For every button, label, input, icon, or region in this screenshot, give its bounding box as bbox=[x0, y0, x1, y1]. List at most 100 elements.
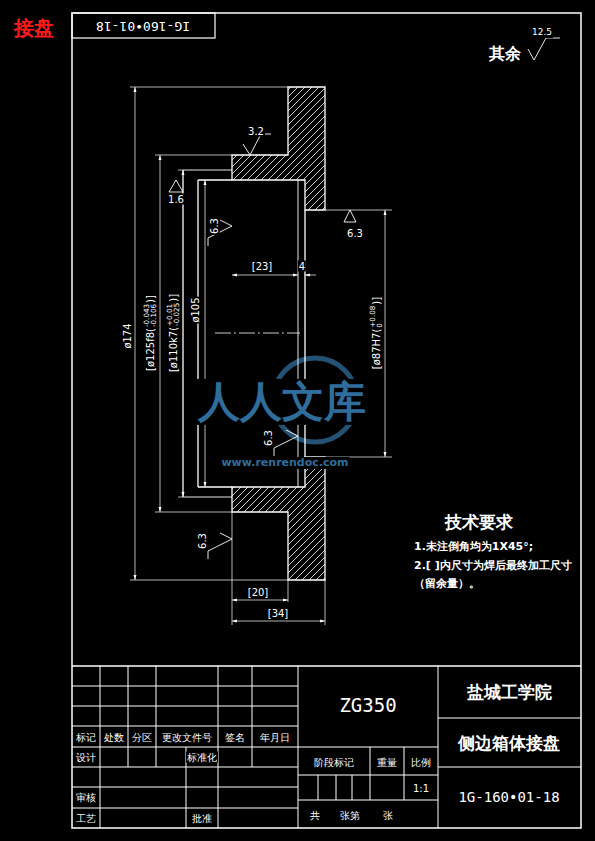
drawing-stroke bbox=[215, 333, 300, 334]
drawing-stroke bbox=[252, 666, 253, 767]
drawing-stroke bbox=[128, 666, 129, 767]
drawing-stroke bbox=[72, 787, 298, 788]
drawing-stroke bbox=[243, 134, 271, 155]
drawing-stroke bbox=[72, 767, 298, 768]
dimension-text: 4 bbox=[298, 261, 306, 272]
drawing-stroke bbox=[438, 767, 581, 768]
drawing-stroke bbox=[305, 275, 316, 276]
table-cell: 批准 bbox=[191, 813, 213, 824]
drawing-stroke bbox=[183, 170, 232, 171]
table-cell: 处数 bbox=[103, 732, 125, 743]
drawing-stroke bbox=[232, 621, 325, 622]
tolerance-stack: +0.080 bbox=[369, 306, 383, 328]
table-cell: 更改文件号 bbox=[161, 732, 213, 743]
drawing-stroke bbox=[298, 747, 438, 748]
sheet-frame bbox=[72, 13, 581, 828]
drawing-stroke bbox=[178, 497, 183, 498]
drawing-stroke bbox=[72, 747, 298, 748]
table-cell: 比例 bbox=[410, 757, 432, 768]
table-cell: 分区 bbox=[131, 732, 153, 743]
roughness-value: 1.6 bbox=[167, 194, 185, 205]
drawing-stroke bbox=[318, 775, 319, 800]
dimension-text: [ø87H7(+0.080)] bbox=[369, 296, 383, 370]
dimension-text: )] bbox=[168, 294, 179, 302]
drawing-stroke bbox=[72, 808, 298, 809]
roughness-value: 6.3 bbox=[209, 217, 220, 235]
roughness-symbols bbox=[169, 38, 560, 559]
drawing-stroke bbox=[274, 430, 298, 456]
dimension-text: )] bbox=[371, 297, 382, 305]
dimension-text: [ø110k7( bbox=[168, 327, 179, 372]
tolerance-value: -0.025 bbox=[173, 303, 180, 326]
table-cell: 1:1 bbox=[412, 783, 430, 794]
drawing-stroke bbox=[325, 580, 326, 625]
drawing-stroke bbox=[438, 718, 581, 719]
drawing-stroke bbox=[325, 210, 392, 211]
drawing-stroke bbox=[528, 38, 560, 60]
drawing-stroke bbox=[155, 512, 232, 513]
drawing-stroke bbox=[232, 275, 298, 276]
drawing-stroke bbox=[404, 747, 405, 800]
dimension-text: ø174 bbox=[122, 322, 133, 349]
drawing-stroke bbox=[72, 686, 298, 687]
drawing-stroke bbox=[232, 457, 325, 580]
table-cell: 审核 bbox=[75, 792, 97, 803]
drawing-stroke bbox=[130, 87, 288, 88]
sheet-title: 接盘 bbox=[13, 17, 55, 39]
roughness-value: 6.3 bbox=[197, 532, 208, 550]
center-line bbox=[215, 333, 300, 334]
table-cell: 标准化 bbox=[186, 752, 218, 763]
watermark: www.renrendoc.com bbox=[220, 457, 349, 469]
drawing-stroke bbox=[218, 666, 219, 828]
note-heading: 技术要求 bbox=[444, 513, 514, 532]
dimension-text: [34] bbox=[267, 608, 290, 619]
dimension-text: [ø125f8( bbox=[145, 328, 156, 371]
drawing-stroke bbox=[160, 155, 161, 512]
part-name: 侧边箱体接盘 bbox=[457, 734, 561, 753]
drawing-stroke bbox=[100, 666, 101, 828]
tolerance-value: +0.01 bbox=[166, 303, 173, 326]
watermark: 人人文库 bbox=[197, 379, 367, 425]
drawing-stroke bbox=[198, 486, 232, 487]
drawing-number: 1G-160•01-18 bbox=[457, 790, 560, 805]
drawing-stroke bbox=[183, 170, 184, 497]
material-text: ZG350 bbox=[338, 695, 397, 716]
drawing-stroke bbox=[298, 180, 299, 487]
table-cell: 年月日 bbox=[259, 732, 291, 743]
table-cell: 设计 bbox=[75, 752, 97, 763]
table-cell: 张第 bbox=[339, 810, 361, 821]
tolerance-stack: +0.01-0.025 bbox=[166, 303, 180, 326]
tolerance-value: -0.106 bbox=[150, 304, 157, 327]
drawing-stroke bbox=[205, 180, 206, 487]
tolerance-value: -0.043 bbox=[143, 304, 150, 327]
roughness-value: 6.3 bbox=[346, 228, 364, 239]
section-view bbox=[183, 87, 325, 580]
dimension-text: [20] bbox=[247, 587, 270, 598]
drawing-stroke bbox=[232, 87, 325, 210]
school-name: 盐城工学院 bbox=[466, 683, 553, 702]
drawing-stroke bbox=[130, 580, 288, 581]
table-cell: 张 bbox=[382, 810, 394, 821]
tolerance-stack: -0.043-0.106 bbox=[143, 304, 157, 327]
drawing-stroke bbox=[344, 210, 356, 222]
drawing-stroke bbox=[336, 775, 337, 800]
table-cell: 重量 bbox=[376, 757, 398, 768]
drawing-stroke bbox=[72, 706, 298, 707]
roughness-value: 12.5 bbox=[531, 28, 553, 38]
drawing-stroke bbox=[72, 665, 581, 667]
roughness-value: 3.2 bbox=[247, 126, 265, 137]
drawing-stroke bbox=[352, 775, 353, 800]
table-cell: 工艺 bbox=[75, 813, 97, 824]
drawing-stroke bbox=[178, 170, 183, 171]
dimension-text: [ø125f8(-0.043-0.106)] bbox=[143, 294, 157, 372]
roughness-value: 6.3 bbox=[263, 429, 274, 447]
table-cell: 标记 bbox=[75, 732, 97, 743]
dimension-text: [ø110k7(+0.01-0.025)] bbox=[166, 293, 180, 373]
drawing-stroke bbox=[298, 800, 438, 801]
table-cell: 签名 bbox=[224, 732, 246, 743]
drawing-stroke bbox=[288, 580, 289, 602]
dimension-text: ø105 bbox=[190, 296, 201, 323]
drawing-stroke bbox=[155, 155, 232, 156]
note-text: 1.未注倒角均为1X45°; bbox=[413, 541, 534, 553]
